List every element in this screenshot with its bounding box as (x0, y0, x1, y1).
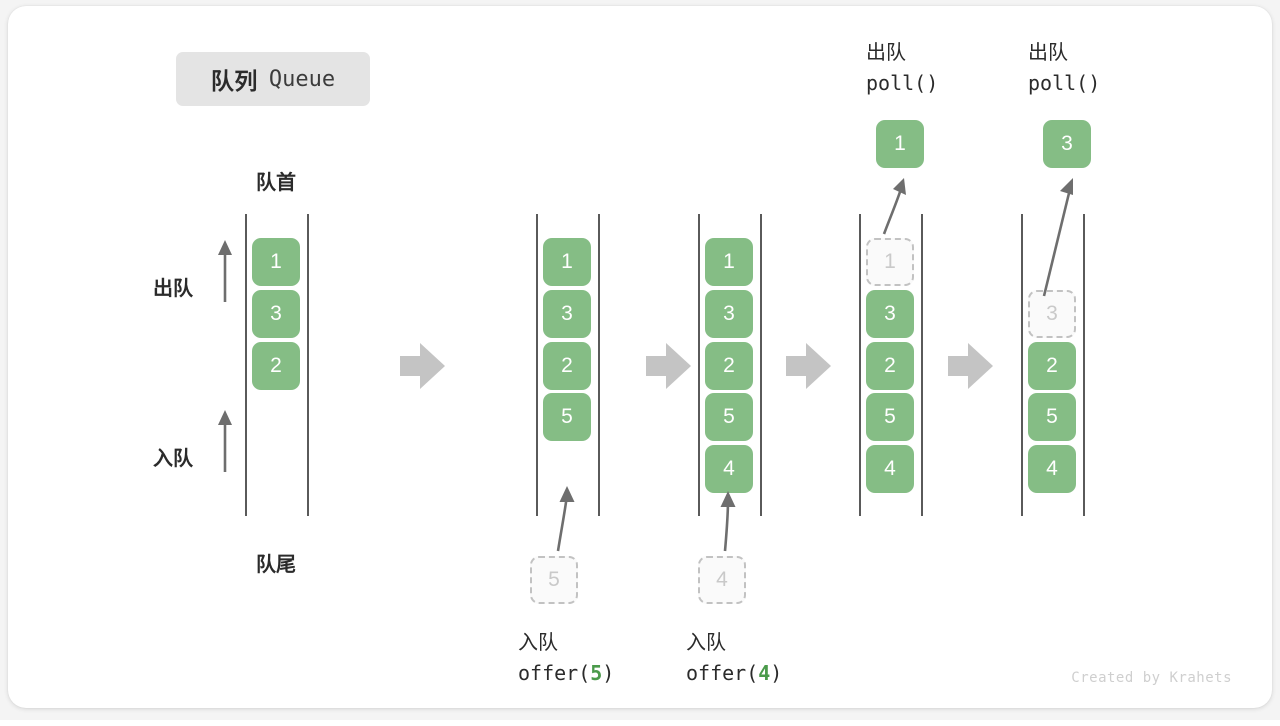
queue-rail-right (921, 214, 923, 516)
queue-element: 1 (252, 238, 300, 286)
flow-arrow-3 (786, 343, 831, 389)
queue-element: 1 (543, 238, 591, 286)
offer-4-arrowhead (720, 491, 736, 507)
queue-element: 3 (252, 289, 300, 338)
op-label-poll-1-fn: poll() (866, 71, 939, 95)
queue-rail-left (536, 214, 538, 516)
flow-arrow-4 (948, 343, 993, 389)
label-queue-rear: 队尾 (256, 554, 296, 576)
label-enqueue-direction: 入队 (153, 448, 193, 470)
queue-rail-left (245, 214, 247, 516)
flow-arrow-2 (646, 343, 691, 389)
poll-3-arrow (1042, 188, 1072, 297)
queue-element: 5 (1028, 393, 1076, 442)
offer-4-arrow (723, 499, 730, 552)
op-label-offer-4-fn: offer(4) (686, 661, 783, 685)
queue-element: 2 (866, 341, 914, 390)
offer-5-arrow (556, 494, 569, 552)
queue-element: 1 (705, 238, 753, 286)
queue-element: 4 (705, 445, 753, 494)
enqueue-direction-arrowhead (218, 410, 232, 425)
popped-element-1: 1 (876, 120, 924, 168)
op-label-poll-3: 出队 poll() (1028, 36, 1100, 95)
title-badge: 队列 Queue (176, 52, 370, 106)
op-label-poll-3-cn: 出队 (1028, 42, 1068, 64)
queue-rail-right (1083, 214, 1085, 516)
offer-5-arrowhead (559, 486, 575, 502)
poll-1-arrow (882, 188, 903, 235)
diagram-card: 队列 Queue 队首 队尾 出队 入队 出队 poll() 出队 poll()… (8, 6, 1272, 708)
queue-element: 5 (543, 393, 591, 442)
label-dequeue-direction: 出队 (153, 278, 193, 300)
queue-element: 3 (866, 289, 914, 338)
title-chinese: 队列 (210, 68, 258, 94)
arrows-layer (218, 178, 1073, 552)
incoming-element-4: 4 (698, 556, 746, 604)
flow-arrow-1 (400, 343, 445, 389)
queue-element: 2 (705, 341, 753, 390)
queue-rail-right (598, 214, 600, 516)
queue-rail-left (1021, 214, 1023, 516)
queue-element: 2 (543, 341, 591, 390)
op-label-poll-3-fn: poll() (1028, 71, 1101, 95)
queue-element: 4 (866, 445, 914, 494)
queue-element: 3 (705, 289, 753, 338)
dequeue-direction-arrowhead (218, 240, 232, 255)
incoming-element-5: 5 (530, 556, 578, 604)
title-english: Queue (268, 66, 336, 92)
queue-element: 3 (543, 289, 591, 338)
label-queue-front: 队首 (256, 172, 296, 194)
queue-element: 5 (866, 393, 914, 442)
op-label-poll-1: 出队 poll() (866, 36, 938, 95)
queue-element: 4 (1028, 445, 1076, 494)
watermark: Created by Krahets (1071, 670, 1232, 686)
poll-1-arrowhead (893, 178, 906, 195)
queue-element-ghost: 3 (1028, 289, 1076, 338)
queue-element: 2 (1028, 341, 1076, 390)
op-label-poll-1-cn: 出队 (866, 42, 906, 64)
queue-element: 5 (705, 393, 753, 442)
queue-rail-left (859, 214, 861, 516)
queue-element-ghost: 1 (866, 238, 914, 286)
op-label-offer-5-fn: offer(5) (518, 661, 615, 685)
op-label-offer-5: 入队 offer(5) (518, 626, 614, 685)
poll-3-arrowhead (1060, 178, 1073, 195)
queue-rail-left (698, 214, 700, 516)
op-label-offer-5-cn: 入队 (518, 632, 558, 654)
queue-rail-right (307, 214, 309, 516)
op-label-offer-4: 入队 offer(4) (686, 626, 782, 685)
queue-element: 2 (252, 341, 300, 390)
queue-rail-right (760, 214, 762, 516)
op-label-offer-4-cn: 入队 (686, 632, 726, 654)
popped-element-3: 3 (1043, 120, 1091, 168)
